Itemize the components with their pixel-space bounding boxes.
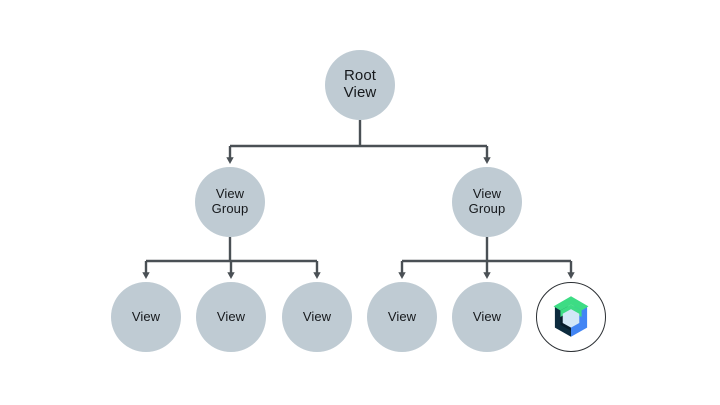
node-label: Root View bbox=[343, 67, 377, 101]
node-view-group-left[interactable]: View Group bbox=[195, 167, 265, 237]
node-label: View Group bbox=[211, 186, 249, 216]
jetpack-compose-logo-icon bbox=[548, 294, 594, 340]
node-label: View bbox=[131, 308, 161, 324]
node-label: View bbox=[387, 308, 417, 324]
node-label: View Group bbox=[468, 186, 506, 216]
node-label: View bbox=[472, 308, 502, 324]
node-view-leaf-5[interactable]: View bbox=[452, 282, 522, 352]
node-view-leaf-2[interactable]: View bbox=[196, 282, 266, 352]
node-view-leaf-1[interactable]: View bbox=[111, 282, 181, 352]
node-root-view[interactable]: Root View bbox=[325, 50, 395, 120]
node-compose-view[interactable] bbox=[536, 282, 606, 352]
node-label: View bbox=[216, 308, 246, 324]
node-view-leaf-3[interactable]: View bbox=[282, 282, 352, 352]
node-view-leaf-4[interactable]: View bbox=[367, 282, 437, 352]
node-view-group-right[interactable]: View Group bbox=[452, 167, 522, 237]
node-label: View bbox=[302, 308, 332, 324]
